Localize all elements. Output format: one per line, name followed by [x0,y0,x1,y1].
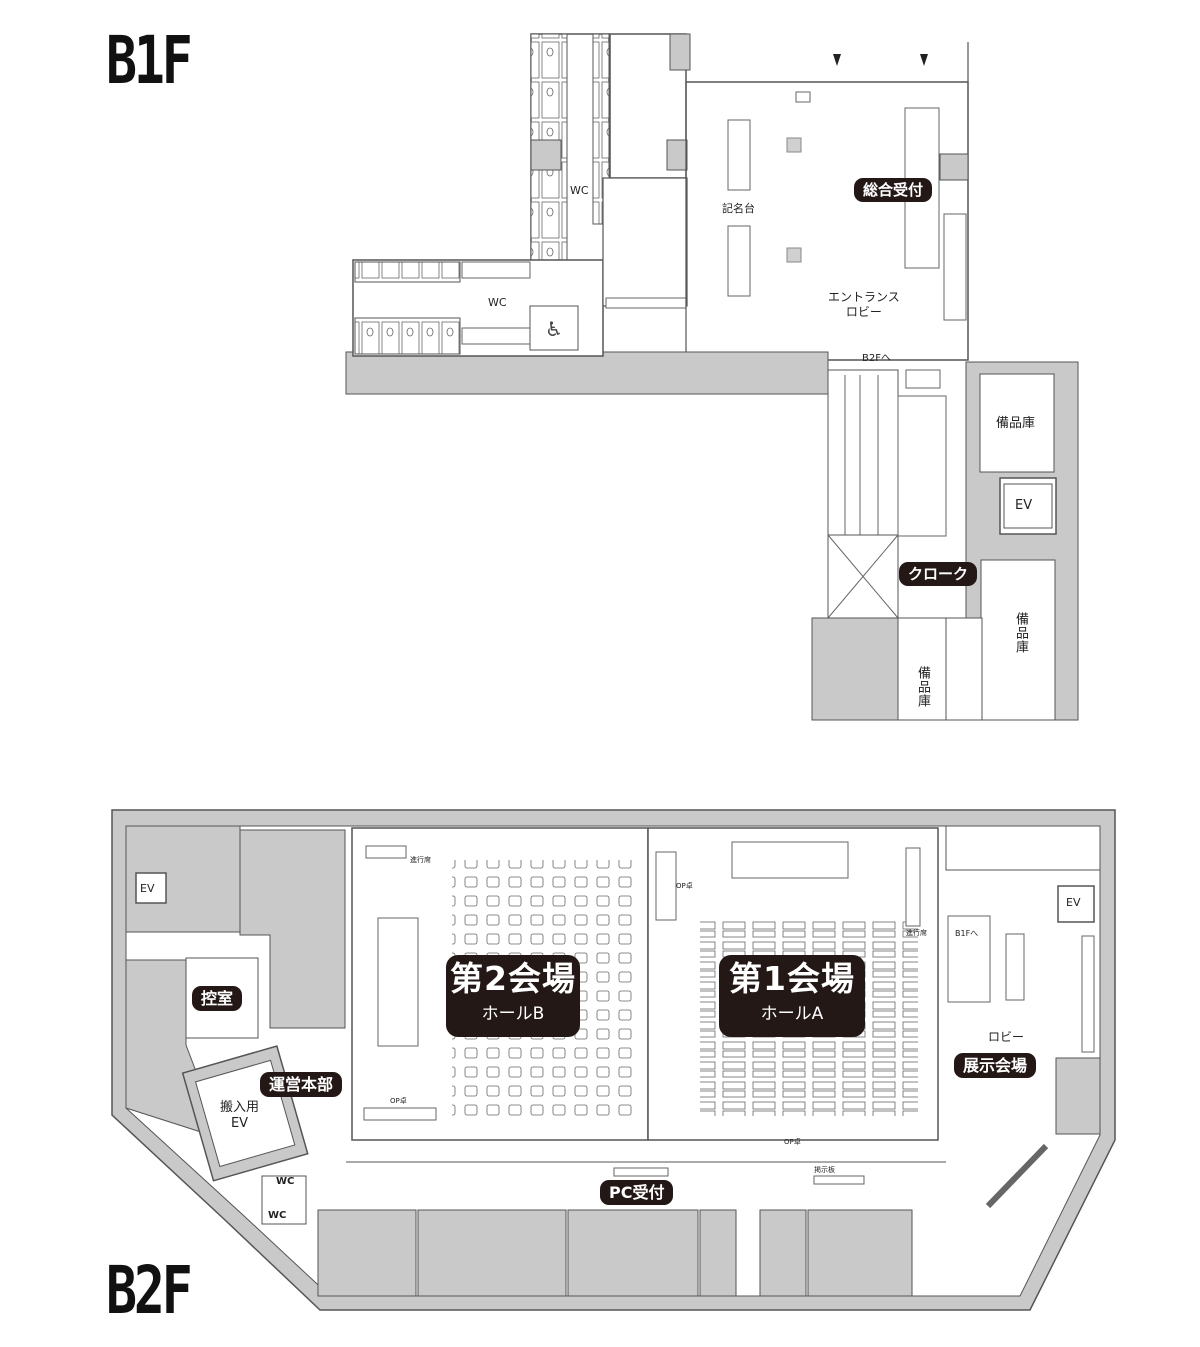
hall-2-sub: ホールB [481,1004,545,1025]
freight-ev-line2: EV [230,1116,249,1132]
entrance-lobby-line2: ロビー [845,305,882,319]
cloakroom-badge: クローク [899,562,978,586]
op-desk-1-label: OP卓 [390,1097,407,1105]
b2f-ev-left-label: EV [140,882,155,895]
b1f-storage-1: 備品庫 [996,416,1036,431]
b1f-plan: ♿ ♿ [345,33,1079,721]
hall-2-badge: 第2会場 ホールB [446,955,580,1037]
progress-desk-a-label: 進行席 [906,929,927,937]
entrance-lobby-line1: エントランス [828,290,900,304]
entrance-lobby-label: エントランス ロビー [828,290,900,320]
b2f-ev-right-label: EV [1066,896,1081,909]
b2f-lobby-label: ロビー [988,1030,1025,1044]
b1f-ev-label: EV [1015,498,1033,513]
general-reception-badge: 総合受付 [854,178,933,202]
floor-label-b1f: B1F [106,22,193,99]
freight-ev-line1: 搬入用 [220,1100,260,1115]
b1f-south-wall [345,351,829,395]
waiting-room-badge: 控室 [192,986,243,1012]
operations-hq-badge: 運営本部 [260,1072,343,1098]
b1f-wc-upper-label: WC [570,184,589,197]
op-desk-2-label: OP卓 [676,882,693,890]
svg-text:♿: ♿ [545,317,563,341]
op-desk-3-label: OP卓 [784,1138,801,1146]
exhibition-badge: 展示会場 [954,1053,1037,1079]
b2f-plan [111,809,1116,1311]
hall-1-title: 第1会場 [729,959,855,998]
hall-2-title: 第2会場 [450,959,576,998]
b1f-storage-3: 備品庫 [915,666,930,708]
pc-reception-badge: PC受付 [600,1180,674,1206]
progress-desk-b-label: 進行席 [410,856,431,864]
to-b2f-label: B2Fへ [862,353,891,364]
b1f-wc-lower-label: WC [488,296,507,309]
freight-ev-label: 搬入用 EV [220,1100,259,1133]
to-b1f-label: B1Fへ [955,929,979,938]
b1f-accessible-wc [529,305,579,351]
b2f-wc-2-label: WC [268,1210,287,1221]
hall-1-badge: 第1会場 ホールA [719,955,865,1037]
bulletin-board-label: 掲示板 [814,1166,835,1174]
hall-1-sub: ホールA [760,1004,824,1025]
b1f-storage-2: 備品庫 [1013,612,1028,654]
floor-label-b2f: B2F [106,1252,193,1329]
writing-desk-label: 記名台 [722,202,755,215]
b2f-wc-1-label: WC [276,1176,295,1187]
